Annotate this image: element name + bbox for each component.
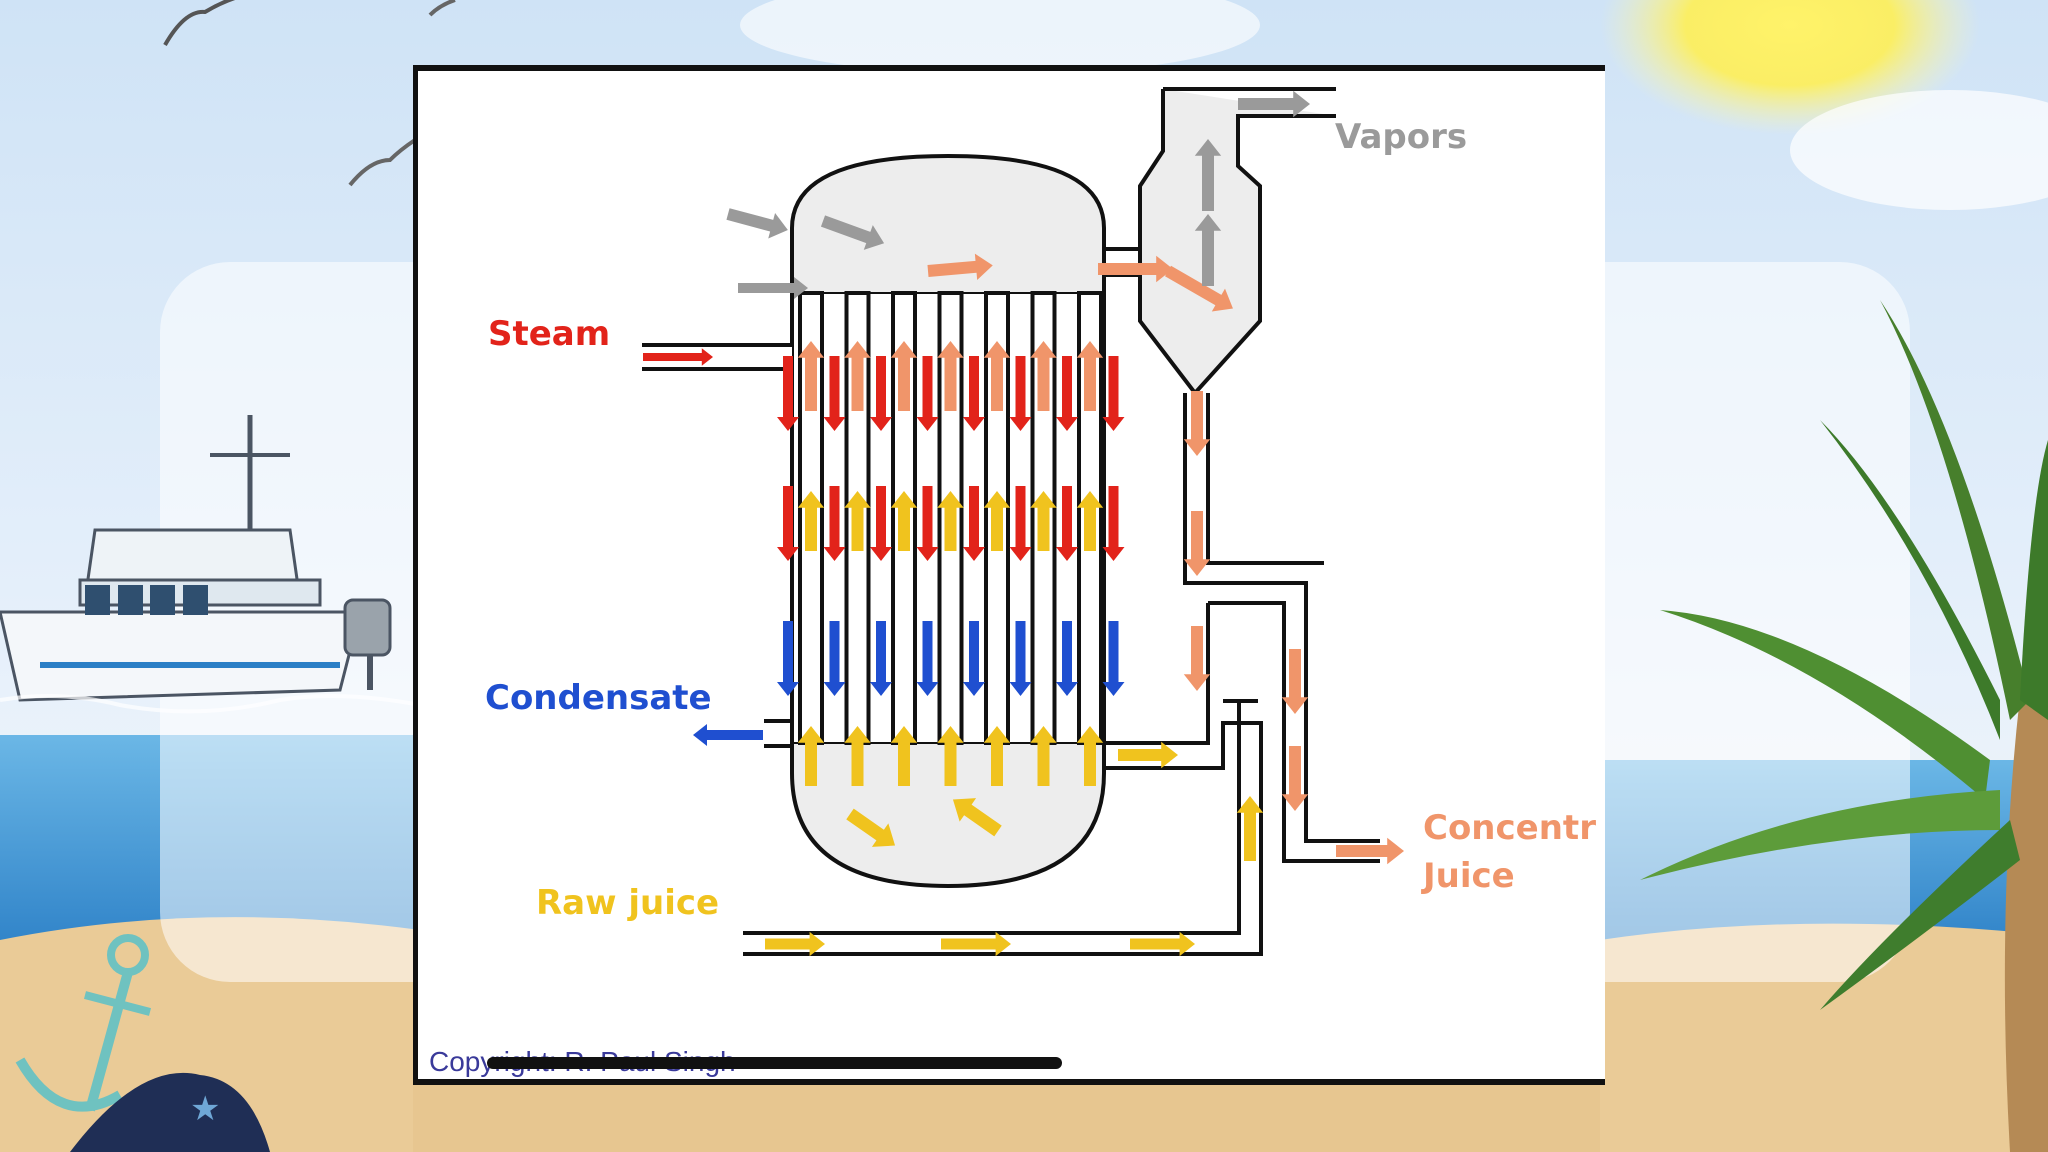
condensate-label: Condensate [485, 678, 712, 718]
steam-down-arrow [1056, 486, 1078, 561]
concentrate-down-arrow [1183, 626, 1211, 691]
juice-up-arrow [890, 726, 918, 786]
vapor-arrow [820, 215, 885, 250]
condensate-down-arrow [1009, 621, 1032, 696]
condensate-outlet-arrow [693, 724, 763, 746]
juice-up-arrow [1030, 341, 1057, 411]
anchor-icon [15, 934, 152, 1112]
condensate-down-arrow [777, 621, 799, 696]
concentrate-down-arrow [1183, 391, 1211, 456]
steam-down-arrow [823, 356, 846, 431]
juice-up-arrow [1076, 726, 1104, 786]
concentrate-downcomer [1183, 393, 1380, 843]
steam-down-arrow [870, 356, 892, 431]
concentrate-arrow [1098, 255, 1173, 283]
condensate-down-arrow [916, 621, 939, 696]
concentrate-down-arrow [1281, 649, 1309, 714]
palm-tree-illustration [1640, 300, 2048, 1152]
condensate-down-arrow [870, 621, 892, 696]
vapor-arrow [738, 277, 808, 299]
vapor-up-arrow [1194, 139, 1222, 211]
concentrate-out-arrow [1336, 837, 1404, 865]
vapor-up-arrow [1194, 214, 1222, 286]
juice-up-arrow [1076, 341, 1104, 411]
juice-up-arrow [983, 726, 1011, 786]
concentrate-down-arrow [1183, 511, 1211, 576]
juice-up-arrow [797, 726, 825, 786]
raw-juice-feed-pipe [743, 701, 1263, 956]
juice-up-arrow [890, 491, 918, 551]
raw-juice-arrow [765, 931, 825, 957]
condensate-down-arrow [1102, 621, 1125, 696]
steam-down-arrow [1009, 356, 1032, 431]
juice-up-arrow [983, 341, 1011, 411]
steam-down-arrow [1009, 486, 1032, 561]
concentrate-arrow [1165, 265, 1233, 312]
steam-inlet-arrow [643, 348, 713, 366]
svg-text:★: ★ [190, 1089, 220, 1129]
steam-label: Steam [488, 314, 610, 354]
steam-down-arrow [777, 486, 799, 561]
steam-inlet-pipe [642, 343, 794, 371]
raw-juice-arrow [952, 798, 1002, 837]
juice-up-arrow [844, 491, 871, 551]
steam-down-arrow [870, 486, 892, 561]
vapors-label: Vapors [1335, 117, 1467, 157]
juice-up-arrow [983, 491, 1011, 551]
raw-juice-arrow [941, 931, 1011, 957]
juice-up-arrow [844, 726, 871, 786]
condensate-down-arrow [823, 621, 846, 696]
steam-down-arrow [916, 356, 939, 431]
juice-up-arrow [937, 491, 964, 551]
evaporator-diagram: Steam Condensate Raw juice Vapors Concen… [485, 87, 1596, 957]
concentrate-arrow [927, 253, 993, 280]
separator-vessel [1138, 89, 1336, 397]
concentrate-down-arrow [1281, 746, 1309, 811]
concentrated-juice-label-line2: Juice [1421, 856, 1515, 896]
condensate-down-arrow [1056, 621, 1078, 696]
steam-down-arrow [963, 356, 985, 431]
juice-up-arrow [1030, 726, 1057, 786]
steam-down-arrow [963, 486, 985, 561]
bird-icon [163, 0, 236, 46]
condensate-down-arrow [963, 621, 985, 696]
juice-up-arrow [844, 341, 871, 411]
steam-down-arrow [1102, 486, 1125, 561]
juice-up-arrow [890, 341, 918, 411]
juice-up-arrow [1030, 491, 1057, 551]
juice-up-arrow [797, 491, 825, 551]
vapor-out-arrow [1238, 90, 1310, 118]
evaporator-diagram-panel: Steam Condensate Raw juice Vapors Concen… [413, 65, 1605, 1085]
boat-illustration [0, 415, 392, 702]
steam-down-arrow [823, 486, 846, 561]
raw-juice-arrow [1130, 931, 1195, 957]
vapor-arrow [726, 208, 788, 239]
juice-up-arrow [1076, 491, 1104, 551]
steam-down-arrow [916, 486, 939, 561]
steam-down-arrow [1056, 356, 1078, 431]
juice-up-arrow [937, 341, 964, 411]
recirculation-line [1104, 687, 1263, 924]
steam-down-arrow [1102, 356, 1125, 431]
raw-juice-label: Raw juice [536, 883, 719, 923]
juice-up-arrow [797, 341, 825, 411]
home-indicator-bar[interactable] [487, 1057, 1062, 1069]
raw-juice-arrow [1118, 741, 1178, 769]
steam-down-arrow [777, 356, 799, 431]
raw-juice-arrow [846, 808, 896, 847]
condensate-outlet-pipe [764, 719, 794, 748]
juice-up-arrow [937, 726, 964, 786]
raw-juice-up-arrow [1236, 796, 1264, 861]
flow-arrows [643, 90, 1404, 957]
concentrated-juice-label-line1: Concentr [1423, 808, 1596, 848]
